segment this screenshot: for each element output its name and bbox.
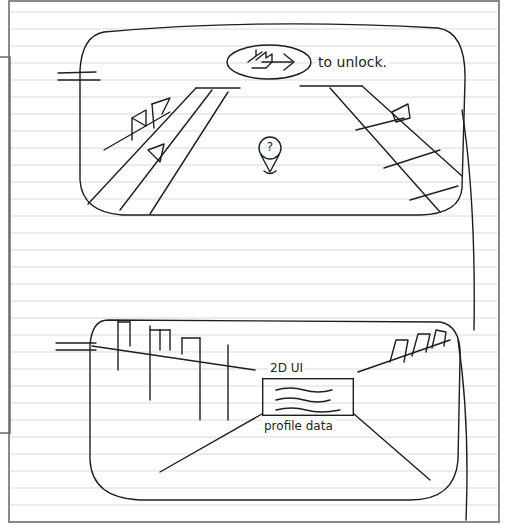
gesture-oval: to unlock. <box>226 44 312 80</box>
node-heading: to unlock. <box>316 54 389 71</box>
ui-panel: 2D UIprofile data <box>262 378 354 416</box>
node-outline <box>226 44 312 80</box>
node-caption: profile data <box>262 419 335 433</box>
oval-outline <box>227 45 311 79</box>
panel-outline <box>263 379 354 416</box>
node-heading: 2D UI <box>268 361 305 375</box>
pin-symbol-label: ? <box>267 141 273 153</box>
node-outline <box>262 378 354 416</box>
